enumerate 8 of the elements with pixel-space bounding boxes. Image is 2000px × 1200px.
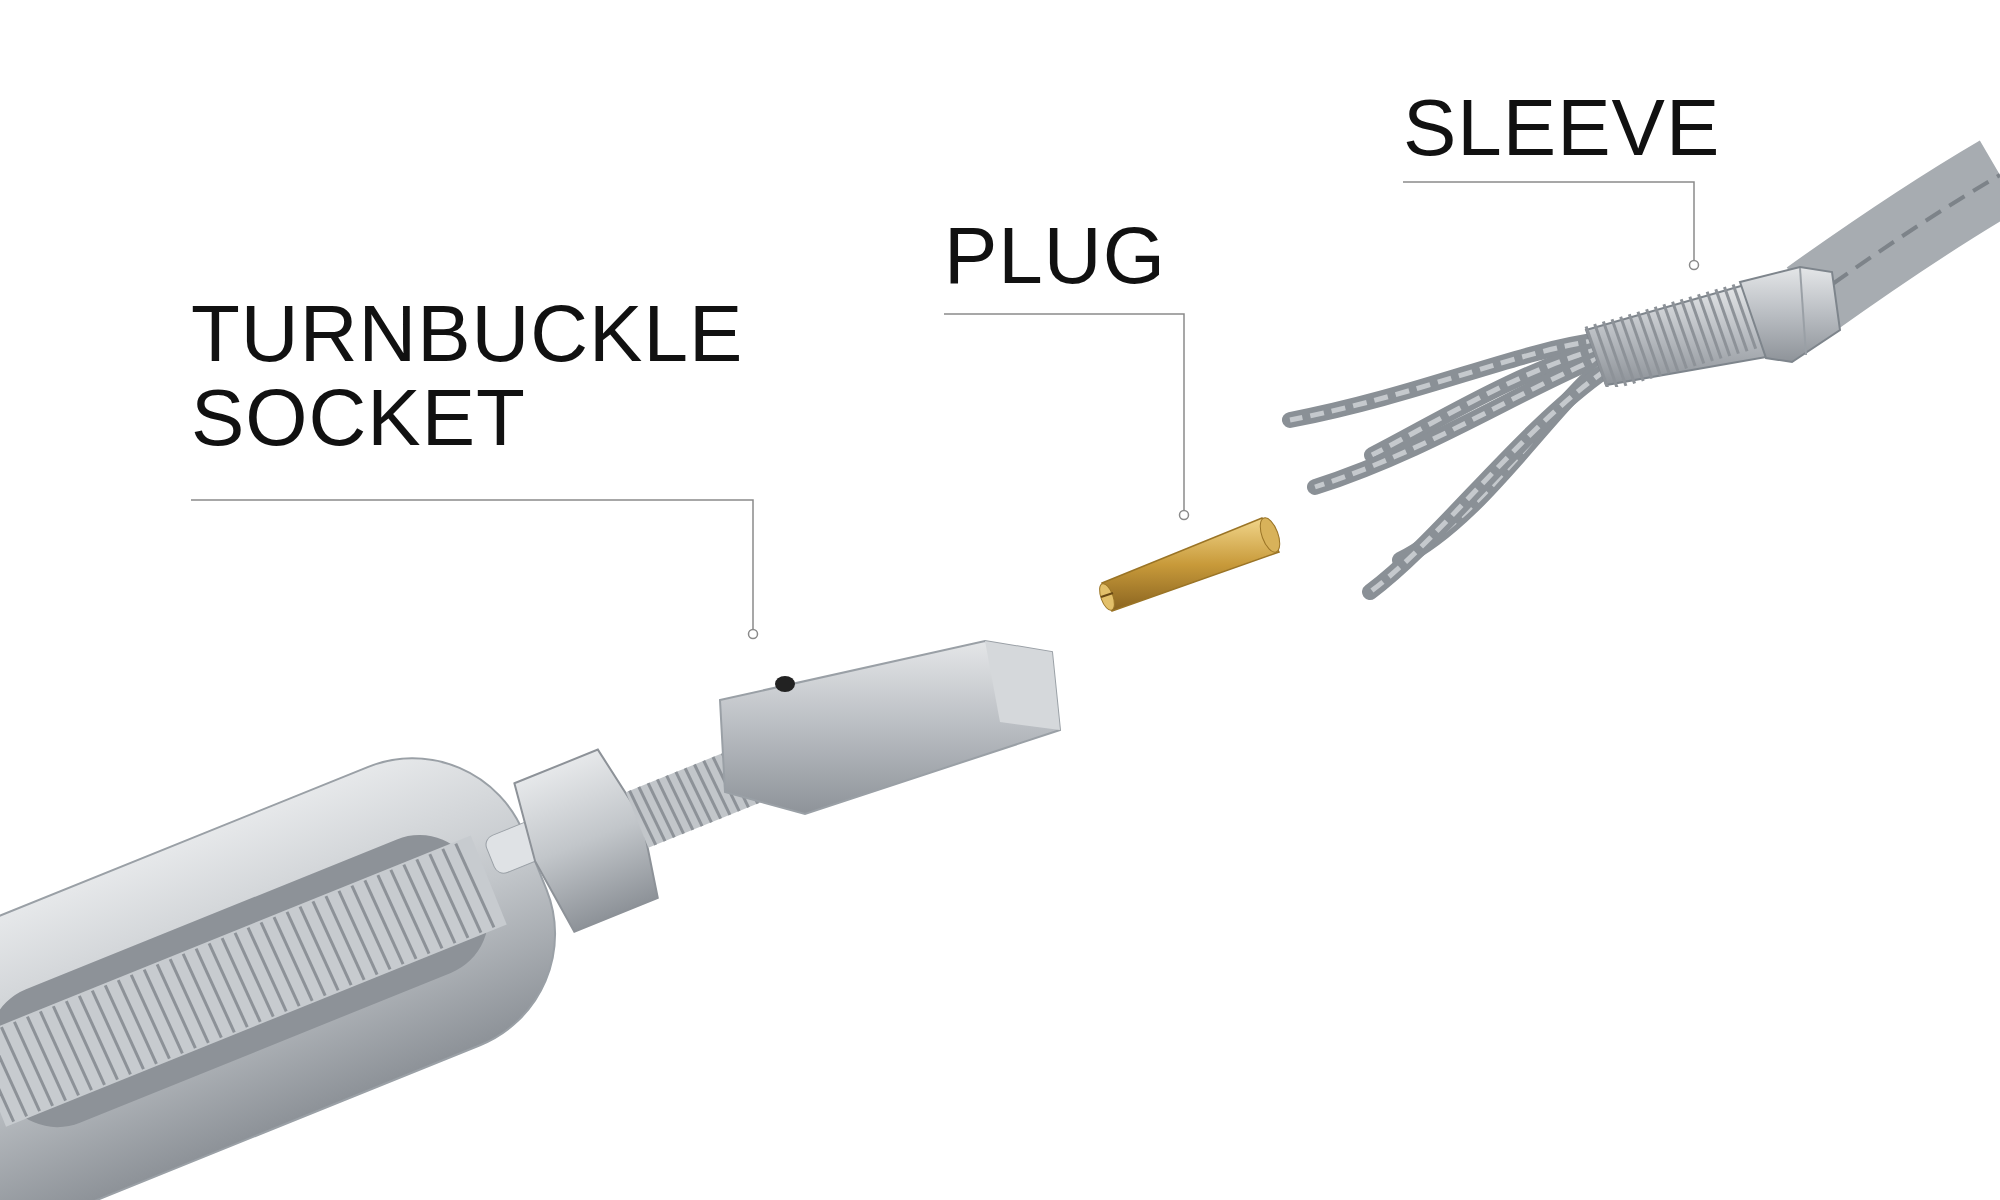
plug-drawing: [1097, 515, 1282, 615]
leader-line: [1402, 181, 1700, 271]
part-label: TURNBUCKLE SOCKET: [191, 292, 831, 500]
leader-line: [943, 313, 1190, 521]
part-label: PLUG: [944, 214, 1224, 314]
part-label: SLEEVE: [1403, 86, 1733, 182]
sleeve-drawing: [1582, 265, 1842, 387]
leader-line: [190, 499, 759, 640]
